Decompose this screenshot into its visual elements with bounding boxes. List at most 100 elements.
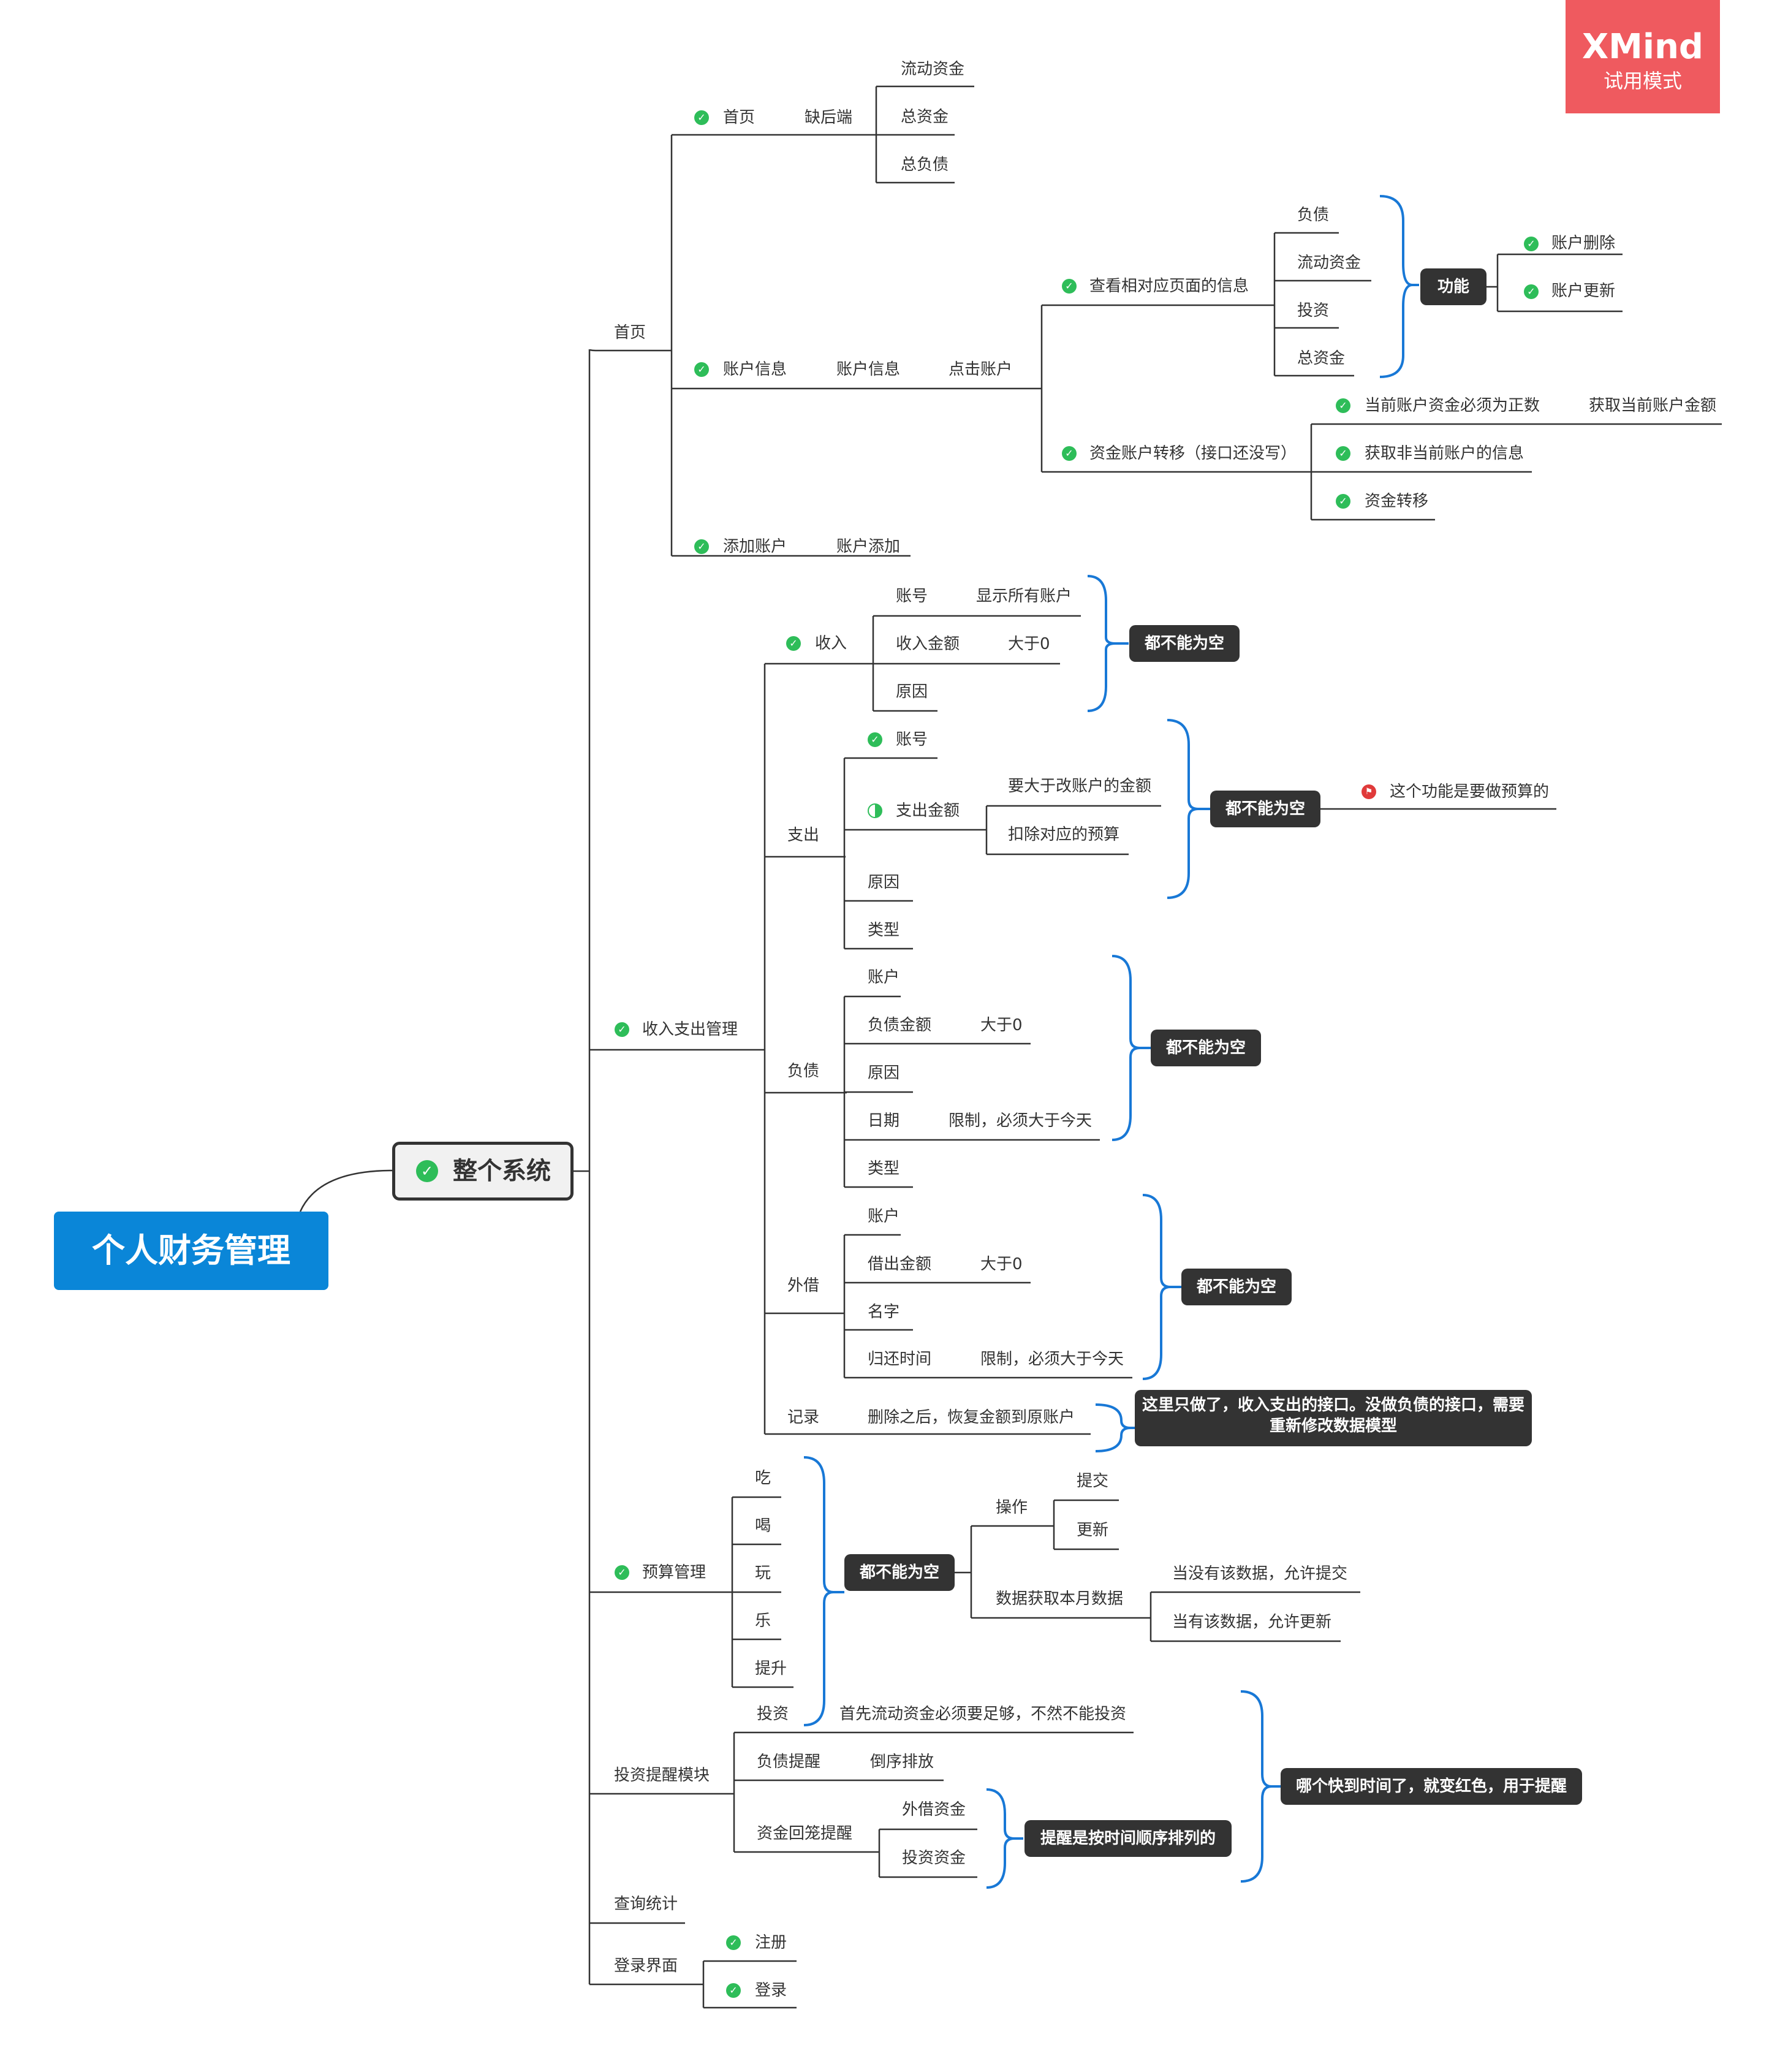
topic-account[interactable]: 账户	[868, 968, 900, 987]
topic-date[interactable]: 日期	[868, 1112, 900, 1130]
topic-liability[interactable]: 负债	[787, 1062, 820, 1080]
check-icon: ✓	[1062, 279, 1077, 294]
topic-account-info[interactable]: 账户信息	[723, 360, 787, 379]
check-icon: ✓	[615, 1022, 629, 1037]
topic-greater-than-zero[interactable]: 大于0	[980, 1255, 1023, 1273]
topic-greater-than-zero[interactable]: 大于0	[1008, 635, 1050, 653]
topic-debt[interactable]: 负债	[1297, 206, 1330, 224]
topic-missing-backend[interactable]: 缺后端	[805, 108, 853, 127]
check-icon: ✓	[694, 539, 709, 554]
topic-submit[interactable]: 提交	[1077, 1472, 1109, 1490]
summary-record-note[interactable]: 这里只做了，收入支出的接口。没做负债的接口，需要重新修改数据模型	[1135, 1390, 1532, 1446]
topic-lend[interactable]: 外借	[787, 1277, 820, 1295]
topic-budget[interactable]: 预算管理	[642, 1563, 706, 1582]
topic-show-all-accounts[interactable]: 显示所有账户	[976, 587, 1072, 605]
topic-total-debt[interactable]: 总负债	[901, 156, 949, 174]
summary-feature[interactable]: 功能	[1420, 268, 1486, 305]
topic-improve[interactable]: 提升	[755, 1660, 787, 1678]
topic-reason[interactable]: 原因	[868, 873, 900, 892]
summary-not-empty[interactable]: 都不能为空	[1181, 1269, 1292, 1305]
topic-reverse-order[interactable]: 倒序排放	[870, 1753, 934, 1771]
topic-allow-submit[interactable]: 当没有该数据，允许提交	[1172, 1565, 1348, 1583]
topic-homepage[interactable]: 首页	[614, 324, 646, 342]
summary-not-empty[interactable]: 都不能为空	[1151, 1030, 1261, 1066]
topic-invested-funds[interactable]: 投资资金	[902, 1849, 966, 1867]
topic-lend-amount[interactable]: 借出金额	[868, 1255, 932, 1273]
topic-current-funds[interactable]: 流动资金	[901, 60, 965, 78]
check-icon: ✓	[786, 636, 801, 651]
topic-invest-remind[interactable]: 投资提醒模块	[614, 1766, 710, 1785]
main-topic[interactable]: ✓ 整个系统	[392, 1142, 574, 1201]
topic-account-update[interactable]: 账户更新	[1551, 282, 1616, 300]
topic-account-add[interactable]: 账户添加	[836, 537, 901, 556]
topic-date-limit[interactable]: 限制，必须大于今天	[949, 1112, 1093, 1130]
topic-eat[interactable]: 吃	[755, 1469, 771, 1487]
topic-home[interactable]: 首页	[723, 108, 756, 127]
topic-account-no[interactable]: 账号	[896, 731, 928, 749]
topic-login-ui[interactable]: 登录界面	[614, 1957, 678, 1975]
topic-record[interactable]: 记录	[787, 1408, 820, 1427]
topic-type[interactable]: 类型	[868, 1159, 900, 1178]
topic-lent-funds[interactable]: 外借资金	[902, 1801, 966, 1819]
topic-account[interactable]: 账户	[868, 1207, 900, 1226]
topic-date-limit[interactable]: 限制，必须大于今天	[980, 1350, 1124, 1368]
root-topic[interactable]: 个人财务管理	[54, 1212, 328, 1290]
topic-play[interactable]: 玩	[755, 1564, 771, 1582]
summary-time-order[interactable]: 提醒是按时间顺序排列的	[1024, 1820, 1232, 1857]
topic-income[interactable]: 收入	[815, 634, 847, 653]
summary-not-empty[interactable]: 都不能为空	[1129, 625, 1240, 662]
check-icon: ✓	[726, 1983, 741, 1998]
topic-account-delete[interactable]: 账户删除	[1551, 234, 1616, 252]
topic-debt-amount[interactable]: 负债金额	[868, 1016, 932, 1034]
topic-expense-amount[interactable]: 支出金额	[896, 802, 960, 820]
topic-operation[interactable]: 操作	[996, 1498, 1028, 1517]
summary-not-empty[interactable]: 都不能为空	[844, 1554, 955, 1591]
topic-get-current-balance[interactable]: 获取当前账户金额	[1589, 397, 1717, 415]
topic-reason[interactable]: 原因	[896, 683, 928, 701]
topic-transfer-funds[interactable]: 资金转移	[1365, 492, 1429, 510]
topic-name[interactable]: 名字	[868, 1303, 900, 1321]
topic-greater-than-zero[interactable]: 大于0	[980, 1016, 1023, 1034]
topic-total-funds[interactable]: 总资金	[901, 108, 949, 126]
topic-exceed-account-amount[interactable]: 要大于改账户的金额	[1008, 777, 1152, 795]
topic-register[interactable]: 注册	[755, 1933, 787, 1952]
topic-budget-note[interactable]: 这个功能是要做预算的	[1390, 783, 1550, 801]
topic-fund-transfer[interactable]: 资金账户转移（接口还没写）	[1089, 444, 1297, 463]
topic-fetch-month-data[interactable]: 数据获取本月数据	[996, 1590, 1124, 1608]
topic-invest-condition[interactable]: 首先流动资金必须要足够，不然不能投资	[839, 1705, 1127, 1723]
topic-income-amount[interactable]: 收入金额	[896, 635, 960, 653]
topic-view-page-info[interactable]: 查看相对应页面的信息	[1089, 277, 1249, 295]
topic-income-expense[interactable]: 收入支出管理	[642, 1020, 738, 1039]
topic-deduct-budget[interactable]: 扣除对应的预算	[1008, 825, 1120, 844]
topic-total-funds[interactable]: 总资金	[1297, 349, 1346, 368]
topic-account-no[interactable]: 账号	[896, 587, 928, 605]
topic-query-stats[interactable]: 查询统计	[614, 1895, 678, 1913]
topic-update[interactable]: 更新	[1077, 1521, 1109, 1539]
topic-drink[interactable]: 喝	[755, 1517, 771, 1535]
summary-red-reminder[interactable]: 哪个快到时间了，就变红色，用于提醒	[1281, 1768, 1582, 1805]
topic-account-info-sub[interactable]: 账户信息	[836, 360, 901, 379]
check-icon: ✓	[694, 362, 709, 377]
topic-invest[interactable]: 投资	[757, 1705, 789, 1723]
xmind-trial-badge: XMind 试用模式	[1566, 0, 1720, 113]
topic-login[interactable]: 登录	[755, 1981, 787, 2000]
topic-click-account[interactable]: 点击账户	[949, 360, 1013, 379]
topic-fund-return[interactable]: 资金回笼提醒	[757, 1824, 853, 1843]
topic-add-account[interactable]: 添加账户	[723, 537, 787, 556]
check-icon: ✓	[726, 1935, 741, 1950]
topic-reason[interactable]: 原因	[868, 1064, 900, 1082]
topic-allow-update[interactable]: 当有该数据，允许更新	[1172, 1613, 1332, 1631]
topic-expense[interactable]: 支出	[787, 826, 820, 844]
topic-fun[interactable]: 乐	[755, 1612, 771, 1630]
topic-balance-positive[interactable]: 当前账户资金必须为正数	[1365, 397, 1540, 415]
topic-type[interactable]: 类型	[868, 921, 900, 939]
topic-invest[interactable]: 投资	[1297, 302, 1330, 320]
check-icon: ✓	[868, 732, 882, 747]
topic-return-time[interactable]: 归还时间	[868, 1350, 932, 1368]
topic-restore-after-delete[interactable]: 删除之后，恢复金额到原账户	[868, 1408, 1075, 1427]
topic-current-funds[interactable]: 流动资金	[1297, 254, 1362, 272]
summary-not-empty[interactable]: 都不能为空	[1210, 791, 1320, 827]
topic-debt-remind[interactable]: 负债提醒	[757, 1753, 821, 1771]
main-topic-label: 整个系统	[453, 1157, 551, 1185]
topic-get-other-accounts[interactable]: 获取非当前账户的信息	[1365, 444, 1524, 463]
